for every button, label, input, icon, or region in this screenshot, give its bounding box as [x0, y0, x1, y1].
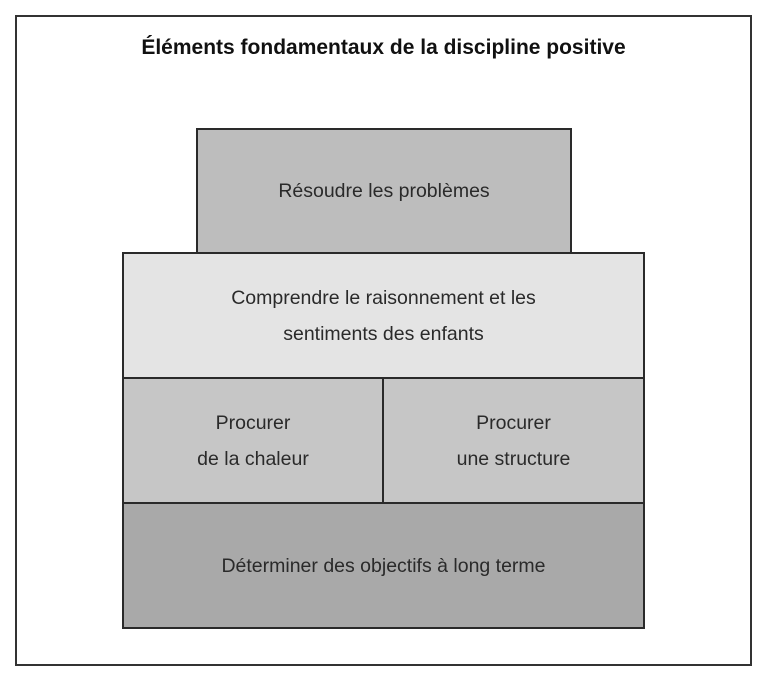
diagram-title: Éléments fondamentaux de la discipline p… [141, 36, 626, 59]
block-procurer-structure: Procurer une structure [382, 377, 645, 504]
block-procurer-chaleur: Procurer de la chaleur [122, 377, 384, 504]
block-label: Comprendre le raisonnement et les [231, 286, 536, 309]
block-label: sentiments des enfants [283, 322, 484, 345]
block-label: Procurer [215, 411, 291, 434]
block-resoudre-problemes: Résoudre les problèmes [196, 128, 572, 254]
block-objectifs-long-terme: Déterminer des objectifs à long terme [122, 502, 645, 629]
diagram-frame [15, 15, 752, 666]
block-label: de la chaleur [197, 447, 309, 470]
block-comprendre-raisonnement: Comprendre le raisonnement et les sentime… [122, 252, 645, 379]
block-label: Déterminer des objectifs à long terme [221, 554, 546, 577]
block-label: une structure [456, 447, 571, 470]
block-label: Résoudre les problèmes [278, 180, 490, 202]
block-label: Procurer [476, 411, 551, 434]
